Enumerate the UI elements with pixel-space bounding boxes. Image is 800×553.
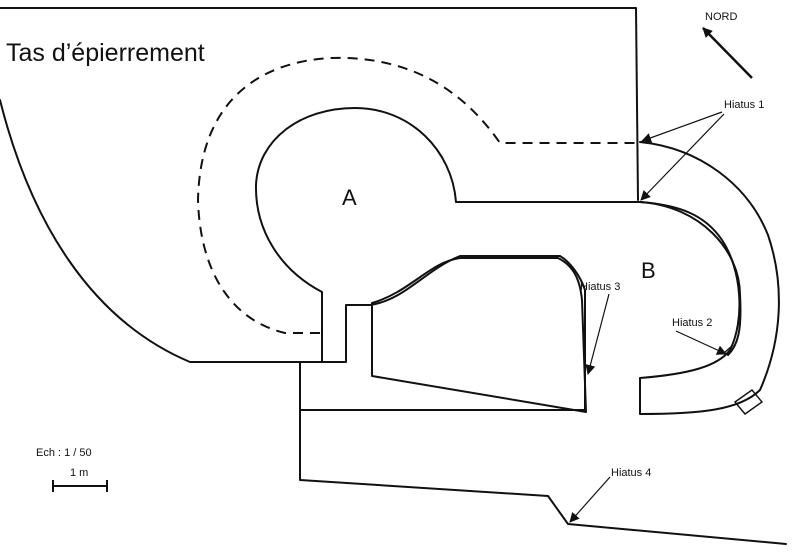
b-end-square (733, 389, 764, 415)
structure-b-wall (639, 141, 780, 415)
structure-a-wall (254, 107, 742, 356)
hiatus-2-arrow (675, 330, 727, 355)
hiatus-3-arrow (585, 293, 610, 375)
plan-title: Tas d’épierrement (6, 39, 205, 67)
hiatus-1-label: Hiatus 1 (724, 99, 764, 111)
central-block (371, 257, 587, 413)
scale-ratio: Ech : 1 / 50 (36, 447, 92, 459)
scale-bar (52, 480, 108, 492)
hiatus-4-label: Hiatus 4 (611, 467, 651, 479)
structure-b-label: B (641, 258, 656, 283)
north-label: NORD (705, 11, 737, 23)
stone-heap-outline (0, 7, 639, 363)
hiatus-4-arrow (569, 476, 611, 523)
hiatus-2-label: Hiatus 2 (672, 317, 712, 329)
inner-corridor-wall (299, 255, 787, 545)
hiatus-1-arrow-upper (641, 111, 723, 143)
scale-bar-label: 1 m (70, 467, 88, 479)
hiatus-1-arrow-lower (640, 113, 725, 201)
hiatus-3-label: Hiatus 3 (580, 281, 620, 293)
structure-a-label: A (342, 185, 357, 210)
north-arrow (702, 27, 753, 79)
dashed-limit-line (196, 56, 638, 334)
